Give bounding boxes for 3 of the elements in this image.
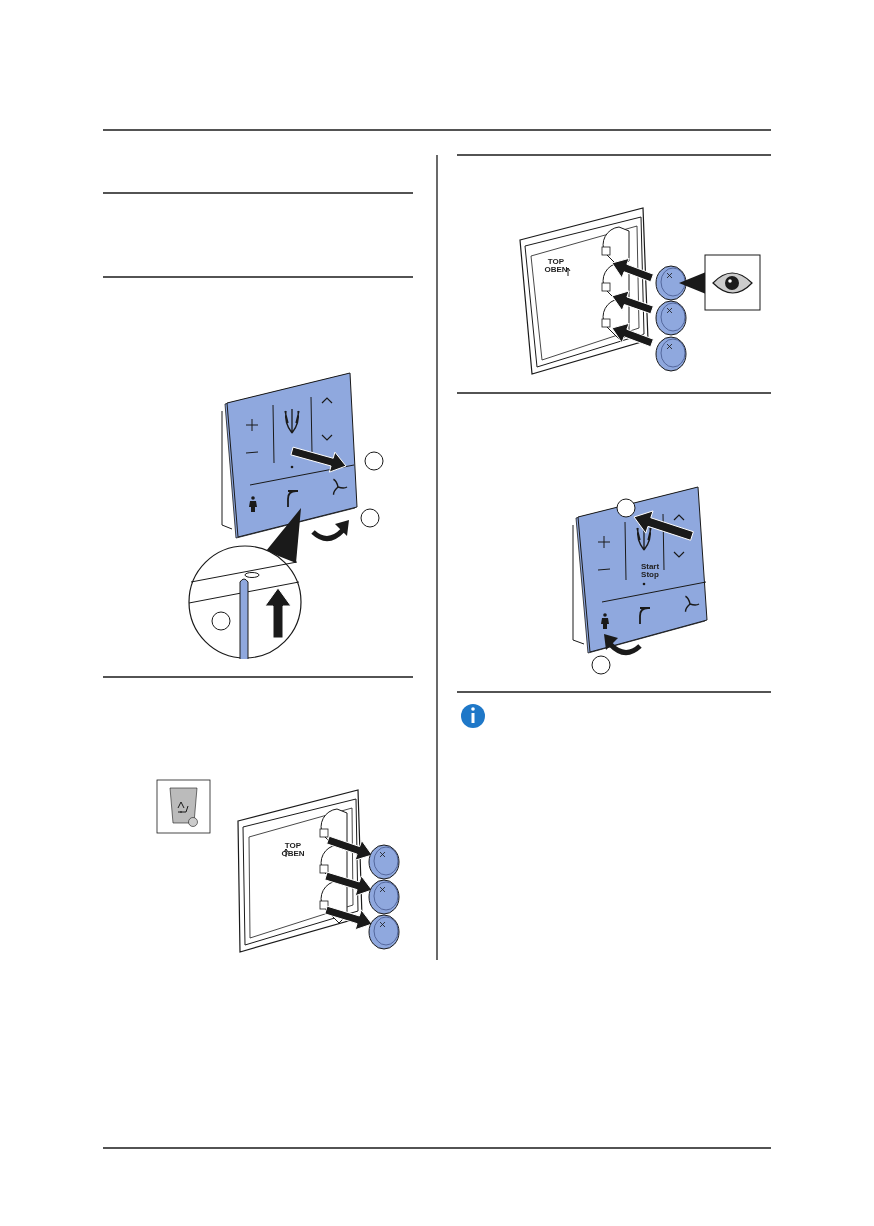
label-text: TOP OBEN	[280, 842, 306, 858]
label-text: TOP OBEN	[543, 258, 569, 274]
label-text: Start Stop	[639, 563, 661, 579]
